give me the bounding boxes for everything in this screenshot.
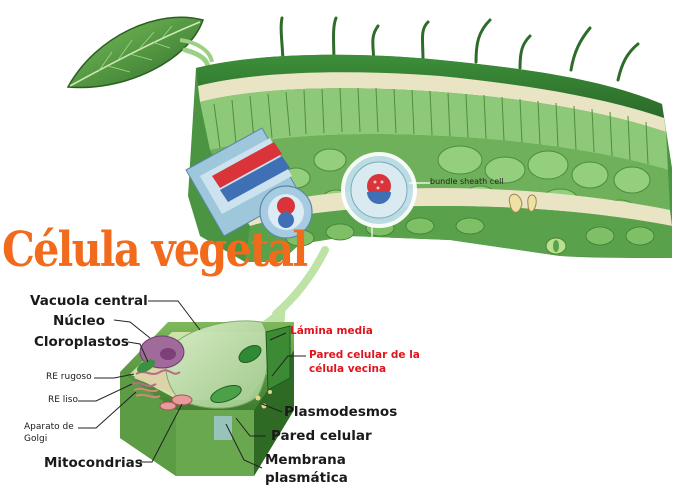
stoma-lower (546, 238, 566, 254)
label-plasmodesmos: Plasmodesmos (284, 405, 397, 419)
label-membrana-line2: plasmática (265, 471, 348, 485)
diagram-title: Célula vegetal (2, 222, 306, 278)
label-mitocondrias: Mitocondrias (44, 456, 143, 470)
label-lamina-media: Lámina media (290, 326, 373, 337)
label-cloroplastos: Cloroplastos (34, 335, 129, 349)
bundle-sheath-label: bundle sheath cell (430, 178, 504, 186)
label-membrana-line1: Membrana (265, 453, 346, 467)
label-pared-celular-vecina-line1: Pared celular de la (309, 350, 420, 361)
label-re-liso: RE liso (48, 396, 78, 405)
label-aparato-de-golgi-line2: Golgi (24, 435, 47, 444)
label-re-rugoso: RE rugoso (46, 373, 92, 382)
label-aparato-de-golgi-line1: Aparato de (24, 423, 74, 432)
leaf-icon (68, 17, 208, 87)
label-pared-celular: Pared celular (271, 429, 372, 443)
label-vacuola-central: Vacuola central (30, 294, 148, 308)
label-pared-celular-vecina-line2: célula vecina (309, 364, 386, 375)
label-nucleo: Núcleo (53, 314, 105, 328)
